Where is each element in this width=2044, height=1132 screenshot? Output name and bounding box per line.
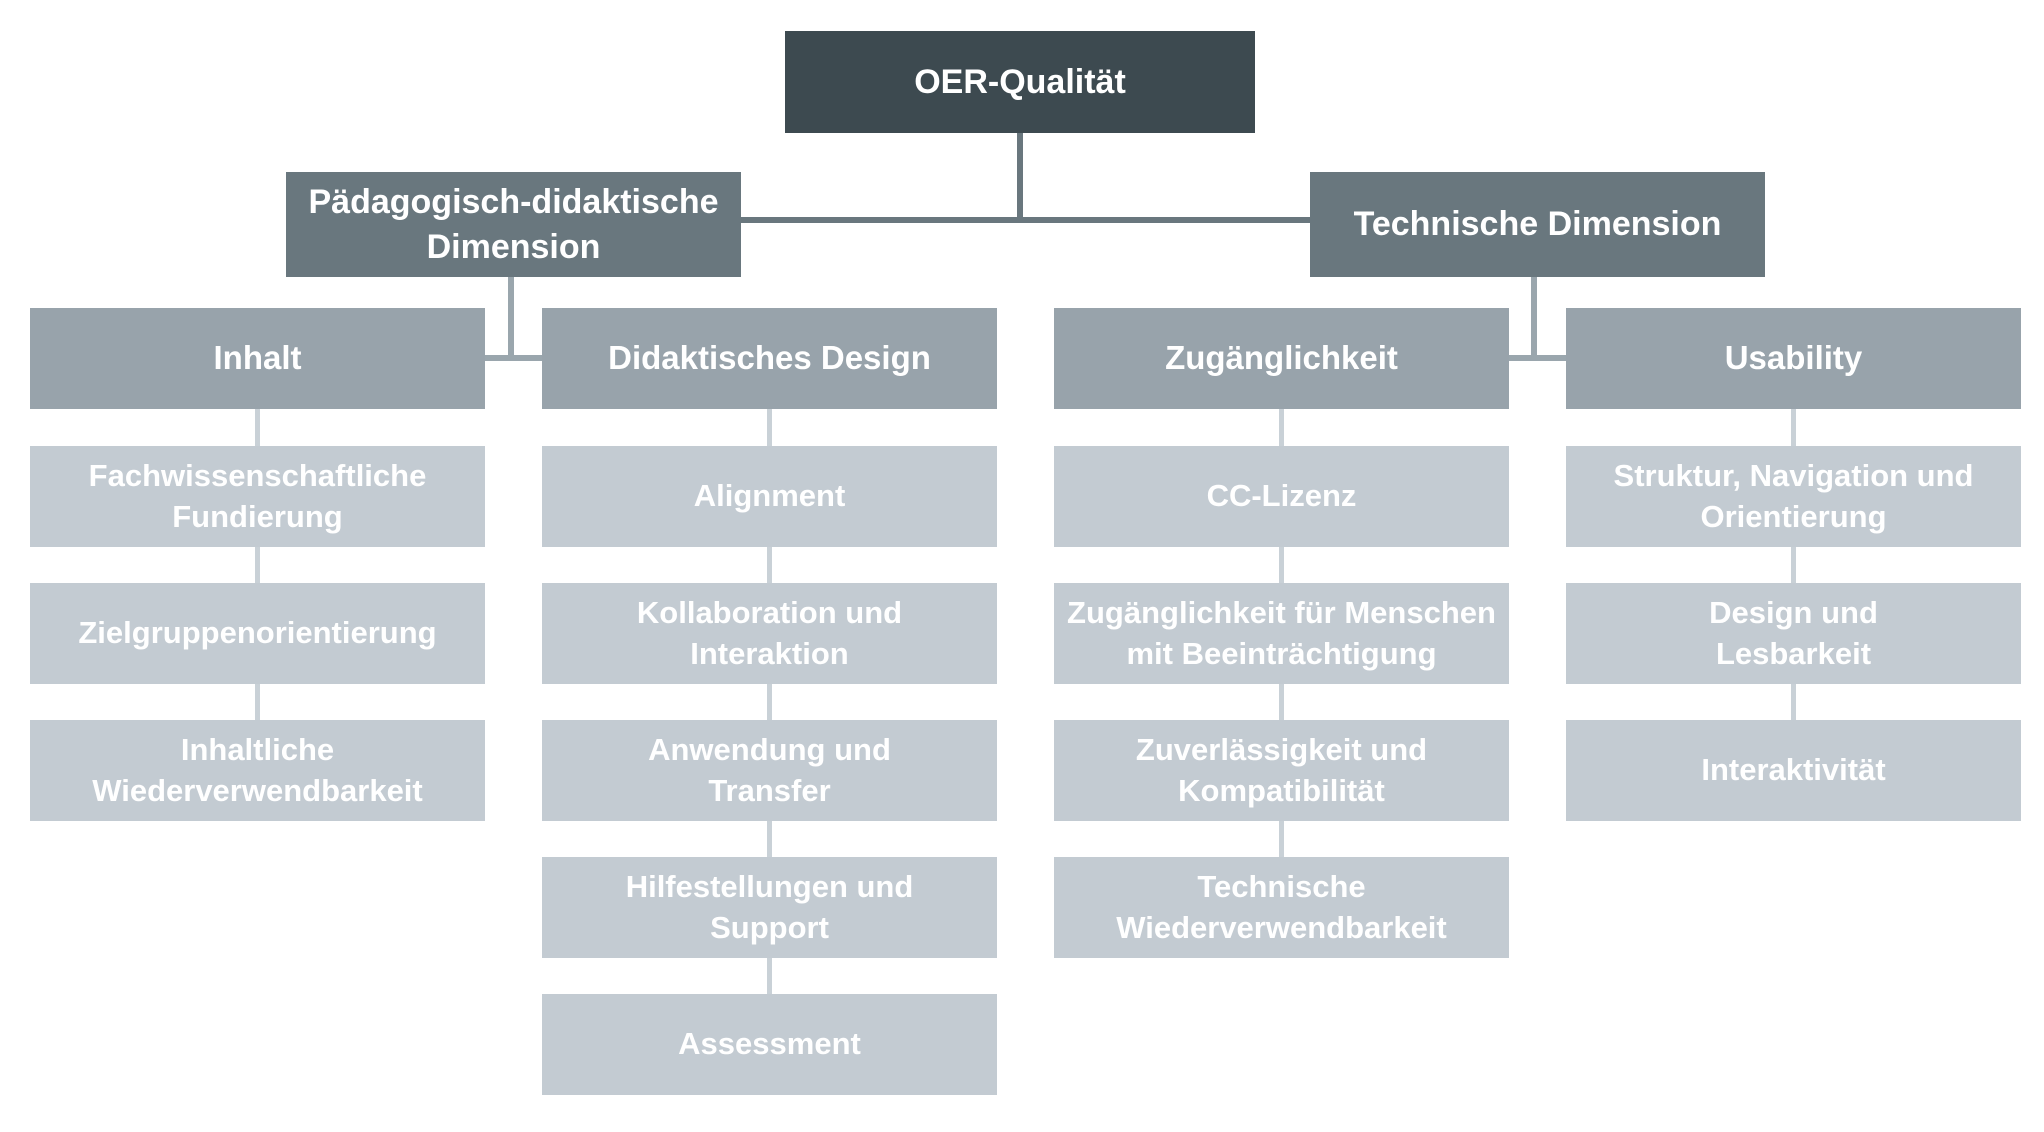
connector-zugang-item-2 bbox=[1279, 547, 1284, 583]
item-technische-wiederverwendbarkeit: Technische Wiederverwendbarkeit bbox=[1054, 857, 1509, 958]
item-hilfestellungen-und-support: Hilfestellungen und Support bbox=[542, 857, 997, 958]
column-header-usability: Usability bbox=[1566, 308, 2021, 409]
item-anwendung-und-transfer: Anwendung und Transfer bbox=[542, 720, 997, 821]
item-cc-lizenz: CC-Lizenz bbox=[1054, 446, 1509, 547]
dimension-box-technisch: Technische Dimension bbox=[1310, 172, 1765, 277]
item-design-und-lesbarkeit: Design und Lesbarkeit bbox=[1566, 583, 2021, 684]
connector-inhalt-item-3 bbox=[255, 684, 260, 720]
item-zielgruppenorientierung: Zielgruppenorientierung bbox=[30, 583, 485, 684]
connector-zugang-item-1 bbox=[1279, 409, 1284, 446]
connector-inhalt-item-2 bbox=[255, 547, 260, 583]
column-header-zugaenglichkeit: Zugänglichkeit bbox=[1054, 308, 1509, 409]
connector-paedagogisch-vertical bbox=[508, 277, 514, 361]
item-inhaltliche-wiederverwendbarkeit: Inhaltliche Wiederverwendbarkeit bbox=[30, 720, 485, 821]
connector-zugang-item-3 bbox=[1279, 684, 1284, 720]
item-zugaenglichkeit-beeintraechtigung: Zugänglichkeit für Menschen mit Beeinträ… bbox=[1054, 583, 1509, 684]
connector-zugang-item-4 bbox=[1279, 821, 1284, 857]
connector-didaktik-item-4 bbox=[767, 821, 772, 857]
item-fachwissenschaftliche-fundierung: Fachwissenschaftliche Fundierung bbox=[30, 446, 485, 547]
connector-root-vertical bbox=[1017, 133, 1023, 223]
item-alignment: Alignment bbox=[542, 446, 997, 547]
connector-paedagogisch-arm bbox=[485, 355, 542, 361]
connector-usability-item-2 bbox=[1791, 547, 1796, 583]
item-assessment: Assessment bbox=[542, 994, 997, 1095]
item-kollaboration-und-interaktion: Kollaboration und Interaktion bbox=[542, 583, 997, 684]
connector-technisch-vertical bbox=[1531, 277, 1537, 361]
connector-dimensions-horizontal bbox=[741, 217, 1310, 223]
connector-usability-item-3 bbox=[1791, 684, 1796, 720]
item-interaktivitaet: Interaktivität bbox=[1566, 720, 2021, 821]
column-header-inhalt: Inhalt bbox=[30, 308, 485, 409]
root-box-oer-qualitaet: OER-Qualität bbox=[785, 31, 1255, 133]
connector-usability-item-1 bbox=[1791, 409, 1796, 446]
column-header-didaktisches-design: Didaktisches Design bbox=[542, 308, 997, 409]
connector-didaktik-item-3 bbox=[767, 684, 772, 720]
item-zuverlaessigkeit-und-kompatibilitaet: Zuverlässigkeit und Kompatibilität bbox=[1054, 720, 1509, 821]
connector-didaktik-item-2 bbox=[767, 547, 772, 583]
connector-didaktik-item-1 bbox=[767, 409, 772, 446]
item-struktur-navigation-orientierung: Struktur, Navigation und Orientierung bbox=[1566, 446, 2021, 547]
dimension-box-paedagogisch-didaktisch: Pädagogisch-didaktische Dimension bbox=[286, 172, 741, 277]
connector-inhalt-item-1 bbox=[255, 409, 260, 446]
connector-didaktik-item-5 bbox=[767, 958, 772, 994]
connector-technisch-arm bbox=[1509, 355, 1566, 361]
